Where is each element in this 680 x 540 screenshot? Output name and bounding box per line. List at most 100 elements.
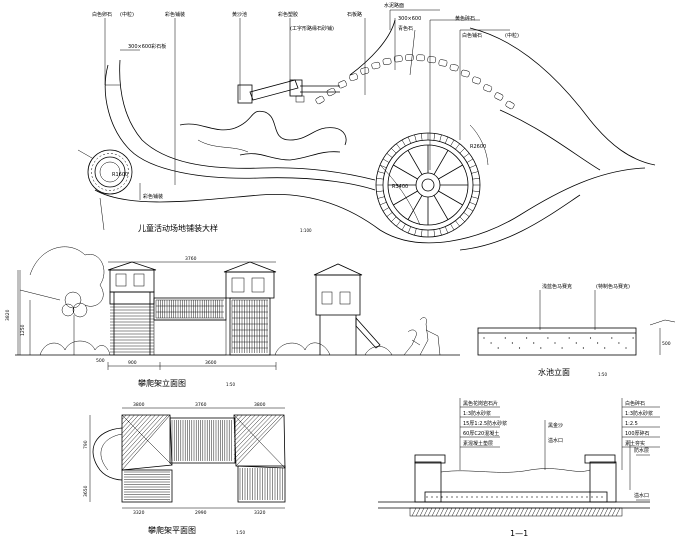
- scale-plan: 1:50: [236, 530, 245, 535]
- round-pavilion: [77, 149, 133, 231]
- path-upper-edge: [104, 64, 376, 191]
- plan-hut-right: [233, 414, 286, 469]
- plan-walkway: [169, 417, 236, 464]
- section-label-right: 白色碎石: [625, 400, 645, 407]
- paving-plan: 白色卵石 (中粒) 彩色铺装 黄沙池 彩色塑胶 石板路 水泥路面 (工字形路缘石…: [77, 2, 656, 251]
- tree-small: [61, 291, 88, 355]
- section-label-right: 100厚碎石: [625, 430, 650, 437]
- label-white-pebble: 白色卵石: [92, 11, 112, 18]
- climbing-frame-elevation: 3760 3600 900 500 3820 1250 攀爬架立面图 1:50: [5, 246, 460, 388]
- path-bottom-sweep: [94, 167, 646, 244]
- shrubs: [39, 340, 393, 356]
- plan-dim-bot1: 3320: [133, 510, 145, 516]
- label-cement-path: 水泥路面: [384, 2, 404, 9]
- label-300x600: 300×600: [398, 16, 421, 22]
- label-sand-pit: 黄沙池: [232, 11, 247, 18]
- plan-dim-top3: 3800: [254, 402, 266, 408]
- rope-bridge: [153, 297, 227, 356]
- elevation-dimension-lines: [17, 261, 277, 370]
- plan-deck-right: [237, 465, 286, 503]
- sand-pit-waves-2: [239, 151, 341, 161]
- title-pool: 水池立面: [538, 367, 570, 377]
- climbing-frame-plan: 3800 3760 3800 3320 2990 3320 790 3650 攀…: [83, 402, 286, 535]
- section-labels-left: 黑色花岗岩石片 1:3防水砂浆 15厚1:2.5防水砂浆 60厚C20混凝土素混凝土垫…: [460, 400, 507, 448]
- label-waterproof: 防水层: [634, 447, 649, 454]
- section-cap-left: [414, 454, 446, 464]
- plan-dim-left2: 3650: [83, 485, 89, 497]
- label-color-rubber: 彩色塑胶: [278, 11, 298, 18]
- label-color-paving-2: 彩色铺装: [143, 193, 163, 200]
- scale-pool: 1:50: [598, 372, 607, 377]
- plan-hut-left: [121, 414, 173, 471]
- plan-dim-left1: 790: [83, 440, 89, 449]
- path-right-curve-2: [499, 109, 601, 171]
- label-overflow: 溢水口: [548, 437, 563, 444]
- plan-dimension-lines: [89, 407, 285, 509]
- label-color-paving: 彩色铺装: [165, 11, 185, 18]
- stepping-stones: [315, 54, 515, 110]
- label-white-stone: 白色铺石: [462, 32, 482, 39]
- dim-pool-height: 500: [662, 341, 671, 347]
- label-mosaic: 浅蓝色马赛克: [542, 283, 572, 290]
- label-radius-1: R2600: [470, 144, 486, 150]
- label-curb-note: (工字形路缘石砂铺): [290, 25, 334, 32]
- section-label-right: 1:2.5: [625, 421, 638, 427]
- dim-top: 3760: [185, 256, 197, 262]
- dim-w1: 900: [128, 360, 137, 366]
- label-blue-stone: 青色石: [398, 25, 413, 32]
- section-wall-right: [589, 461, 617, 503]
- title-plan: 攀爬架平面图: [148, 525, 196, 535]
- plan-curve: [92, 427, 123, 481]
- section-label-left: 素混凝土垫层: [463, 440, 493, 447]
- section-label-left: 1:3防水砂浆: [463, 410, 491, 417]
- section-label-left: 60厚C20混凝土: [463, 430, 499, 437]
- tower-left: [107, 261, 157, 356]
- dim-bottom: 3600: [205, 360, 217, 366]
- tree-left: [19, 246, 105, 355]
- tower-side: [313, 263, 381, 355]
- label-stone-path: 石板路: [347, 11, 362, 18]
- plan-dim-bot2: 2990: [195, 510, 207, 516]
- path-right-curve: [469, 27, 656, 166]
- title-section: 1—1: [510, 529, 528, 538]
- plan-dim-bot3: 3320: [254, 510, 266, 516]
- leader-lines: [104, 9, 510, 200]
- scale-paving: 1:100: [300, 228, 312, 233]
- label-special-mosaic: (特制色马赛克): [596, 283, 630, 290]
- section-wall-left: [414, 461, 442, 503]
- title-elevation: 攀爬架立面图: [138, 378, 186, 388]
- child-figures: [403, 317, 441, 356]
- label-radius-2: R3400: [392, 184, 408, 190]
- section-leaders: [459, 398, 650, 501]
- plan-dim-top1: 3800: [133, 402, 145, 408]
- dim-left: 3820: [5, 309, 11, 321]
- section-label-right: 素土夯实: [625, 440, 645, 447]
- pool-wall: [477, 327, 637, 356]
- label-medium-grain-2: (中粒): [505, 32, 519, 39]
- label-yellow-gravel: 黄色碎石: [455, 15, 475, 22]
- path-bottom-sweep-2: [459, 194, 581, 251]
- tower-right: [223, 261, 277, 356]
- section-label-right: 1:3防水砂浆: [625, 410, 653, 417]
- scale-elevation: 1:50: [226, 382, 235, 387]
- dim-w2: 500: [96, 358, 105, 364]
- sand-pit-waves: [179, 110, 347, 146]
- pool-section: 黑色花岗岩石片 1:3防水砂浆 15厚1:2.5防水砂浆 60厚C20混凝土素混凝土垫…: [378, 398, 660, 538]
- wheel-paving: [375, 132, 481, 238]
- label-black-granite: 黑金沙: [548, 422, 563, 429]
- slide-equipment: [237, 79, 340, 104]
- title-paving-detail: 儿童活动场地铺装大样: [138, 223, 218, 233]
- path-lower-edge: [119, 59, 376, 181]
- label-radius-3: R1600: [112, 172, 128, 178]
- label-color-slab: 300×600彩石板: [128, 43, 166, 50]
- dim-left2: 1250: [20, 324, 26, 336]
- label-medium-grain: (中粒): [120, 11, 134, 18]
- plan-dim-top2: 3760: [195, 402, 207, 408]
- label-overflow-2: 溢水口: [634, 492, 649, 499]
- plan-deck-left: [121, 469, 173, 503]
- section-label-left: 15厚1:2.5防水砂浆: [463, 420, 507, 427]
- section-cap-right: [584, 454, 616, 464]
- section-label-left: 黑色花岗岩石片: [463, 400, 498, 407]
